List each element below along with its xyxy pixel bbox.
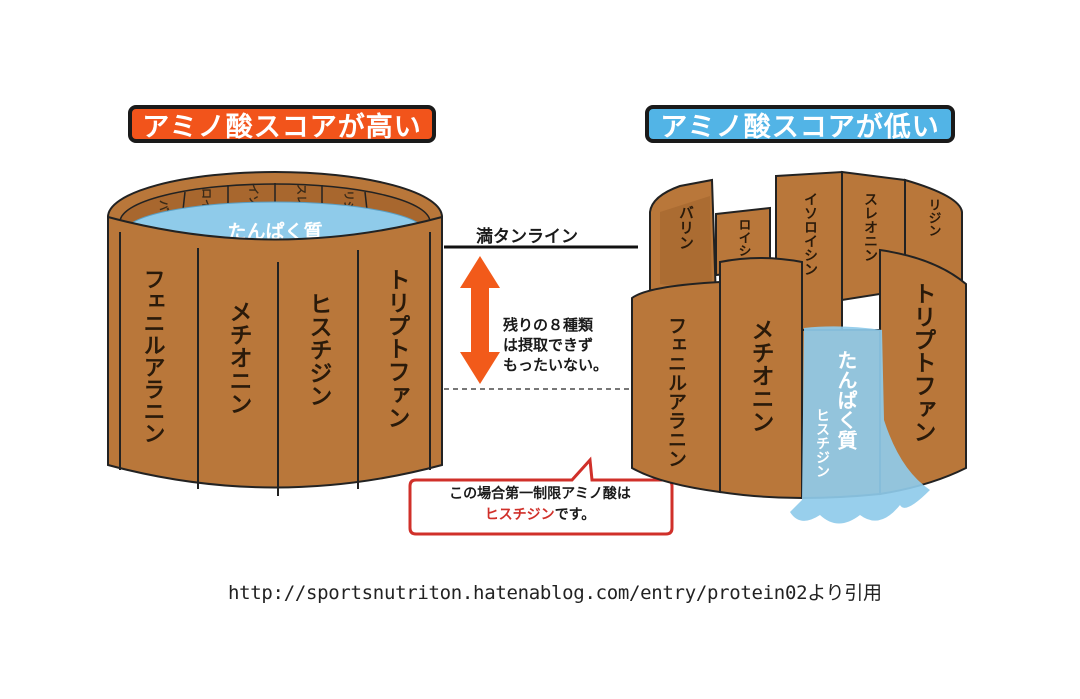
left-barrel: バリン ロイシン イソロイシン スレオニン リジン たんぱく質 フェニルアラニン… xyxy=(107,171,443,496)
left-front-stave-label: メチオニン xyxy=(225,300,252,415)
left-front-stave-label: ヒスチジン xyxy=(305,292,332,407)
title-high-score: アミノ酸スコアが高い xyxy=(128,105,436,143)
right-back-stave-label: リジン xyxy=(926,198,942,237)
right-front-stave-label: トリプトファン xyxy=(909,282,935,443)
double-arrow xyxy=(460,256,500,384)
source-caption: http://sportsnutriton.hatenablog.com/ent… xyxy=(228,582,882,604)
remaining-note-line: は摂取できず xyxy=(503,336,594,354)
right-water-label: たんぱく質 xyxy=(834,350,858,451)
right-water-spill xyxy=(790,326,930,524)
callout-line2: ヒスチジンです。 xyxy=(420,505,660,526)
callout-highlight: ヒスチジン xyxy=(484,507,555,523)
right-front-stave-label: フェニルアラニン xyxy=(665,316,687,468)
callout-line1: この場合第一制限アミノ酸は xyxy=(449,486,631,502)
title-low-score: アミノ酸スコアが低い xyxy=(645,105,955,143)
remaining-note: 残りの８種類 は摂取できず もったいない。 xyxy=(503,315,633,375)
left-water-label: たんぱく質 xyxy=(227,220,322,243)
right-back-stave-label: スレオニン xyxy=(862,192,878,262)
remaining-note-line: もったいない。 xyxy=(503,356,609,374)
right-back-stave-label: ロイシン xyxy=(736,218,752,270)
left-front-stave-label: トリプトファン xyxy=(383,268,409,429)
callout-suffix: です。 xyxy=(554,507,596,523)
callout-text: この場合第一制限アミノ酸は ヒスチジンです。 xyxy=(420,484,660,526)
remaining-note-line: 残りの８種類 xyxy=(503,316,594,334)
full-line-label: 満タンライン xyxy=(476,227,578,247)
right-barrel: バリン ロイシン イソロイシン スレオニン リジン フェニルアラニン メチオニン… xyxy=(631,170,967,524)
right-front-stave-label: ヒスチジン xyxy=(814,408,830,478)
right-back-stave-label: イソロイシン xyxy=(802,192,818,276)
right-back-stave-label: バリン xyxy=(677,205,695,250)
right-front-stave-label: メチオニン xyxy=(747,318,774,433)
left-front-stave-label: フェニルアラニン xyxy=(140,268,165,444)
